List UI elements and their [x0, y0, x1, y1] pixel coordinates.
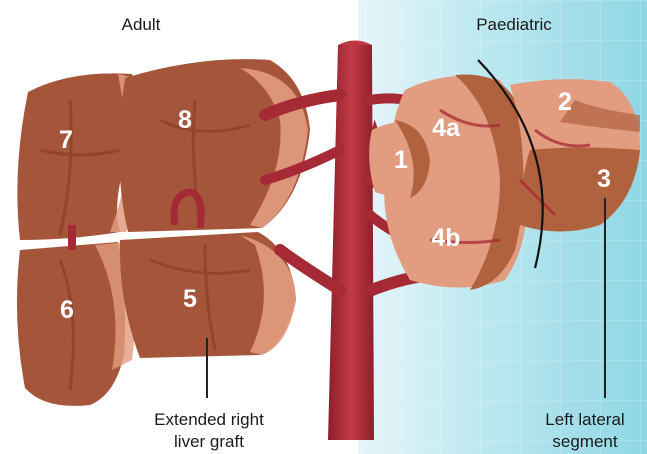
- segment-7-label: 7: [59, 126, 73, 154]
- segment-1-label: 1: [394, 146, 408, 174]
- segment-6-label: 6: [60, 296, 74, 324]
- paediatric-heading: Paediatric: [476, 15, 552, 34]
- right-graft-caption-1: Extended right: [154, 410, 264, 429]
- segment-2-label: 2: [558, 88, 572, 116]
- left-lateral-caption-1: Left lateral: [545, 410, 624, 429]
- segment-8-label: 8: [178, 106, 192, 134]
- segment-4a-label: 4a: [432, 114, 461, 142]
- segment-5-label: 5: [183, 285, 197, 313]
- left-lateral-caption-2: segment: [552, 432, 617, 451]
- adult-heading: Adult: [122, 15, 161, 34]
- right-graft-caption-2: liver graft: [174, 432, 244, 451]
- segment-3-label: 3: [597, 165, 611, 193]
- segment-4b-label: 4b: [431, 224, 460, 252]
